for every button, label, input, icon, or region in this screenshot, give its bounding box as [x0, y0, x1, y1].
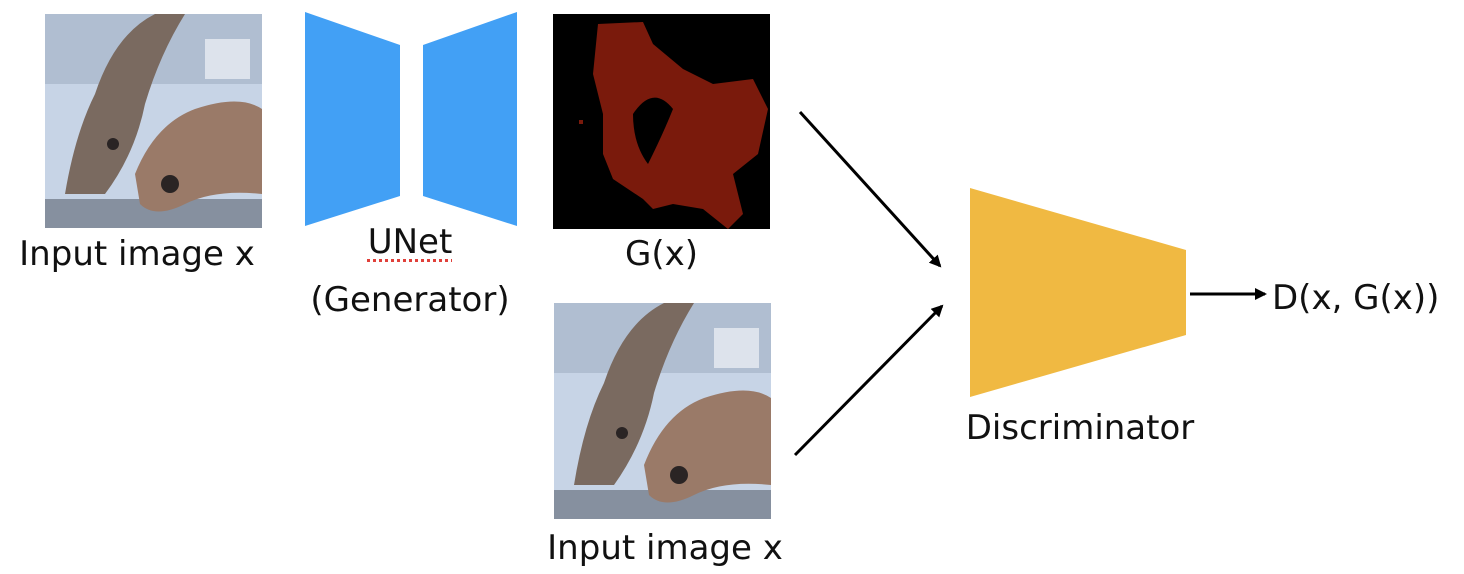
discriminator-shape: [970, 188, 1186, 397]
gx-label: G(x): [625, 234, 698, 274]
unet-label: UNet: [290, 222, 530, 262]
gx-mask-image: [553, 14, 770, 229]
newt-photo: [554, 303, 771, 519]
unet-decoder-shape: [423, 12, 517, 226]
segmentation-mask: [553, 14, 770, 229]
discriminator-label: Discriminator: [965, 408, 1195, 448]
input-image-bottom-label: Input image x: [547, 528, 783, 568]
unet-text: UNet: [367, 222, 453, 262]
input-image-bottom: [554, 303, 771, 519]
input-image-top-label: Input image x: [19, 234, 255, 274]
arrow-gx-to-discriminator: [798, 110, 942, 268]
output-label: D(x, G(x)): [1272, 278, 1440, 318]
generator-label: (Generator): [310, 280, 510, 320]
input-image-top: [45, 14, 262, 228]
newt-photo: [45, 14, 262, 228]
unet-encoder-shape: [305, 12, 400, 226]
arrow-input-to-discriminator: [793, 304, 944, 457]
